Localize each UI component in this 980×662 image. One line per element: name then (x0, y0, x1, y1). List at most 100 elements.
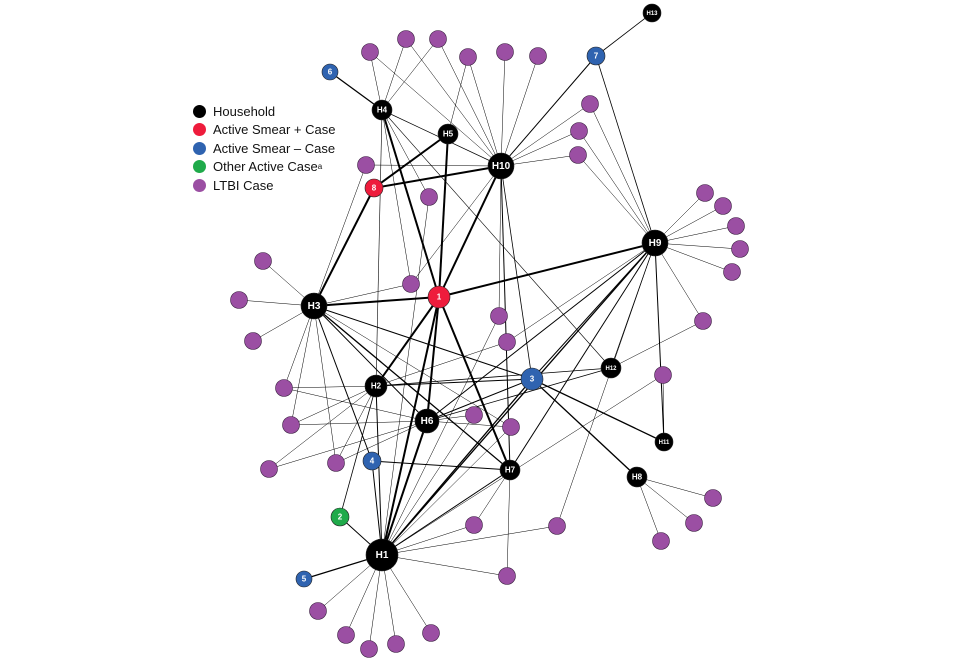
ltbi-node-32[interactable] (548, 517, 566, 535)
node-label: 2 (338, 513, 343, 522)
edge-ltbi-28-H6 (426, 420, 512, 428)
ltbi-node-39[interactable] (360, 640, 378, 658)
edge-H1-H9 (381, 242, 656, 556)
edge-8-H3 (313, 187, 375, 307)
edge-ltbi-2-H4 (381, 38, 439, 111)
household-node-H5[interactable]: H5 (437, 123, 459, 145)
ltbi-node-13[interactable] (714, 197, 732, 215)
edges-layer (238, 12, 741, 650)
node-label: H11 (659, 440, 670, 446)
household-node-H12[interactable]: H12 (600, 357, 622, 379)
ltbi-node-38[interactable] (337, 626, 355, 644)
ltbi-node-25[interactable] (282, 416, 300, 434)
ltbi-node-30[interactable] (654, 366, 672, 384)
edge-3-H10 (500, 165, 533, 380)
edge-ltbi-10-H4 (381, 109, 430, 198)
ltbi-node-27[interactable] (327, 454, 345, 472)
case-node-5[interactable]: 5 (295, 570, 313, 588)
ltbi-node-1[interactable] (361, 43, 379, 61)
ltbi-node-29[interactable] (502, 418, 520, 436)
edge-7-H13 (595, 12, 653, 57)
household-node-H13[interactable]: H13 (642, 3, 662, 23)
ltbi-node-31[interactable] (465, 516, 483, 534)
household-node-H1[interactable]: H1 (365, 538, 399, 572)
case-node-6[interactable]: 6 (321, 63, 339, 81)
household-node-H11[interactable]: H11 (654, 432, 674, 452)
ltbi-node-34[interactable] (704, 489, 722, 507)
edge-ltbi-29-H1 (381, 374, 664, 556)
ltbi-node-12[interactable] (696, 184, 714, 202)
ltbi-node-15[interactable] (731, 240, 749, 258)
edge-ltbi-26-H2 (335, 385, 377, 464)
edge-H4-H12 (381, 109, 612, 369)
edge-H9-H12 (610, 242, 656, 369)
legend-item-smear-neg: Active Smear – Case (193, 139, 335, 158)
household-swatch-icon (193, 104, 206, 118)
ltbi-node-10[interactable] (357, 156, 375, 174)
node-circle (654, 432, 674, 452)
ltbi-node-21[interactable] (402, 275, 420, 293)
case-node-4[interactable]: 4 (362, 451, 382, 471)
node-circle (427, 285, 451, 309)
ltbi-node-41[interactable] (422, 624, 440, 642)
ltbi-node-8[interactable] (570, 122, 588, 140)
edge-4-H7 (371, 460, 511, 471)
household-node-H3[interactable]: H3 (300, 292, 328, 320)
ltbi-node-14[interactable] (727, 217, 745, 235)
edge-ltbi-28-H3 (313, 305, 512, 428)
ltbi-node-18[interactable] (254, 252, 272, 270)
ltbi-node-3[interactable] (429, 30, 447, 48)
ltbi-node-16[interactable] (723, 263, 741, 281)
ltbi-node-35[interactable] (685, 514, 703, 532)
edge-ltbi-24-H3 (290, 305, 315, 426)
edge-H9-1 (438, 242, 656, 298)
ltbi-node-11[interactable] (420, 188, 438, 206)
node-circle (487, 152, 515, 180)
legend: Household Active Smear + Case Active Sme… (193, 102, 335, 195)
ltbi-node-5[interactable] (496, 43, 514, 61)
edge-H4-1 (381, 109, 440, 298)
edge-ltbi-26-H6 (335, 420, 428, 464)
ltbi-node-9[interactable] (569, 146, 587, 164)
node-label: H5 (443, 130, 454, 139)
edge-ltbi-9-H10 (365, 164, 502, 167)
household-node-H8[interactable]: H8 (626, 466, 648, 488)
edge-ltbi-8-H9 (577, 154, 656, 244)
case-node-7[interactable]: 7 (586, 46, 606, 66)
node-label: 1 (437, 293, 442, 302)
ltbi-node-7[interactable] (581, 95, 599, 113)
edge-ltbi-6-H10 (500, 103, 591, 167)
household-node-H9[interactable]: H9 (641, 229, 669, 257)
edge-H5-1 (438, 133, 449, 298)
case-node-2[interactable]: 2 (330, 507, 350, 527)
household-node-H6[interactable]: H6 (414, 408, 440, 434)
ltbi-node-40[interactable] (387, 635, 405, 653)
household-node-H4[interactable]: H4 (371, 99, 393, 121)
ltbi-node-19[interactable] (230, 291, 248, 309)
household-node-H10[interactable]: H10 (487, 152, 515, 180)
node-circle (364, 178, 384, 198)
edge-H2-1 (375, 296, 440, 387)
ltbi-node-24[interactable] (275, 379, 293, 397)
ltbi-node-17[interactable] (694, 312, 712, 330)
ltbi-node-6[interactable] (529, 47, 547, 65)
case-node-3[interactable]: 3 (520, 367, 544, 391)
ltbi-node-36[interactable] (652, 532, 670, 550)
ltbi-node-26[interactable] (260, 460, 278, 478)
ltbi-node-4[interactable] (459, 48, 477, 66)
ltbi-node-33[interactable] (498, 567, 516, 585)
edge-ltbi-16-H9 (654, 242, 704, 322)
ltbi-node-23[interactable] (498, 333, 516, 351)
ltbi-node-28[interactable] (465, 406, 483, 424)
edge-H2-H12 (375, 367, 612, 387)
ltbi-node-2[interactable] (397, 30, 415, 48)
household-node-H2[interactable]: H2 (364, 374, 388, 398)
household-node-H7[interactable]: H7 (499, 459, 521, 481)
case-node-8[interactable]: 8 (364, 178, 384, 198)
ltbi-node-22[interactable] (490, 307, 508, 325)
ltbi-node-37[interactable] (309, 602, 327, 620)
case-node-1[interactable]: 1 (427, 285, 451, 309)
node-label: H7 (505, 466, 516, 475)
node-label: 7 (594, 52, 599, 61)
ltbi-node-20[interactable] (244, 332, 262, 350)
